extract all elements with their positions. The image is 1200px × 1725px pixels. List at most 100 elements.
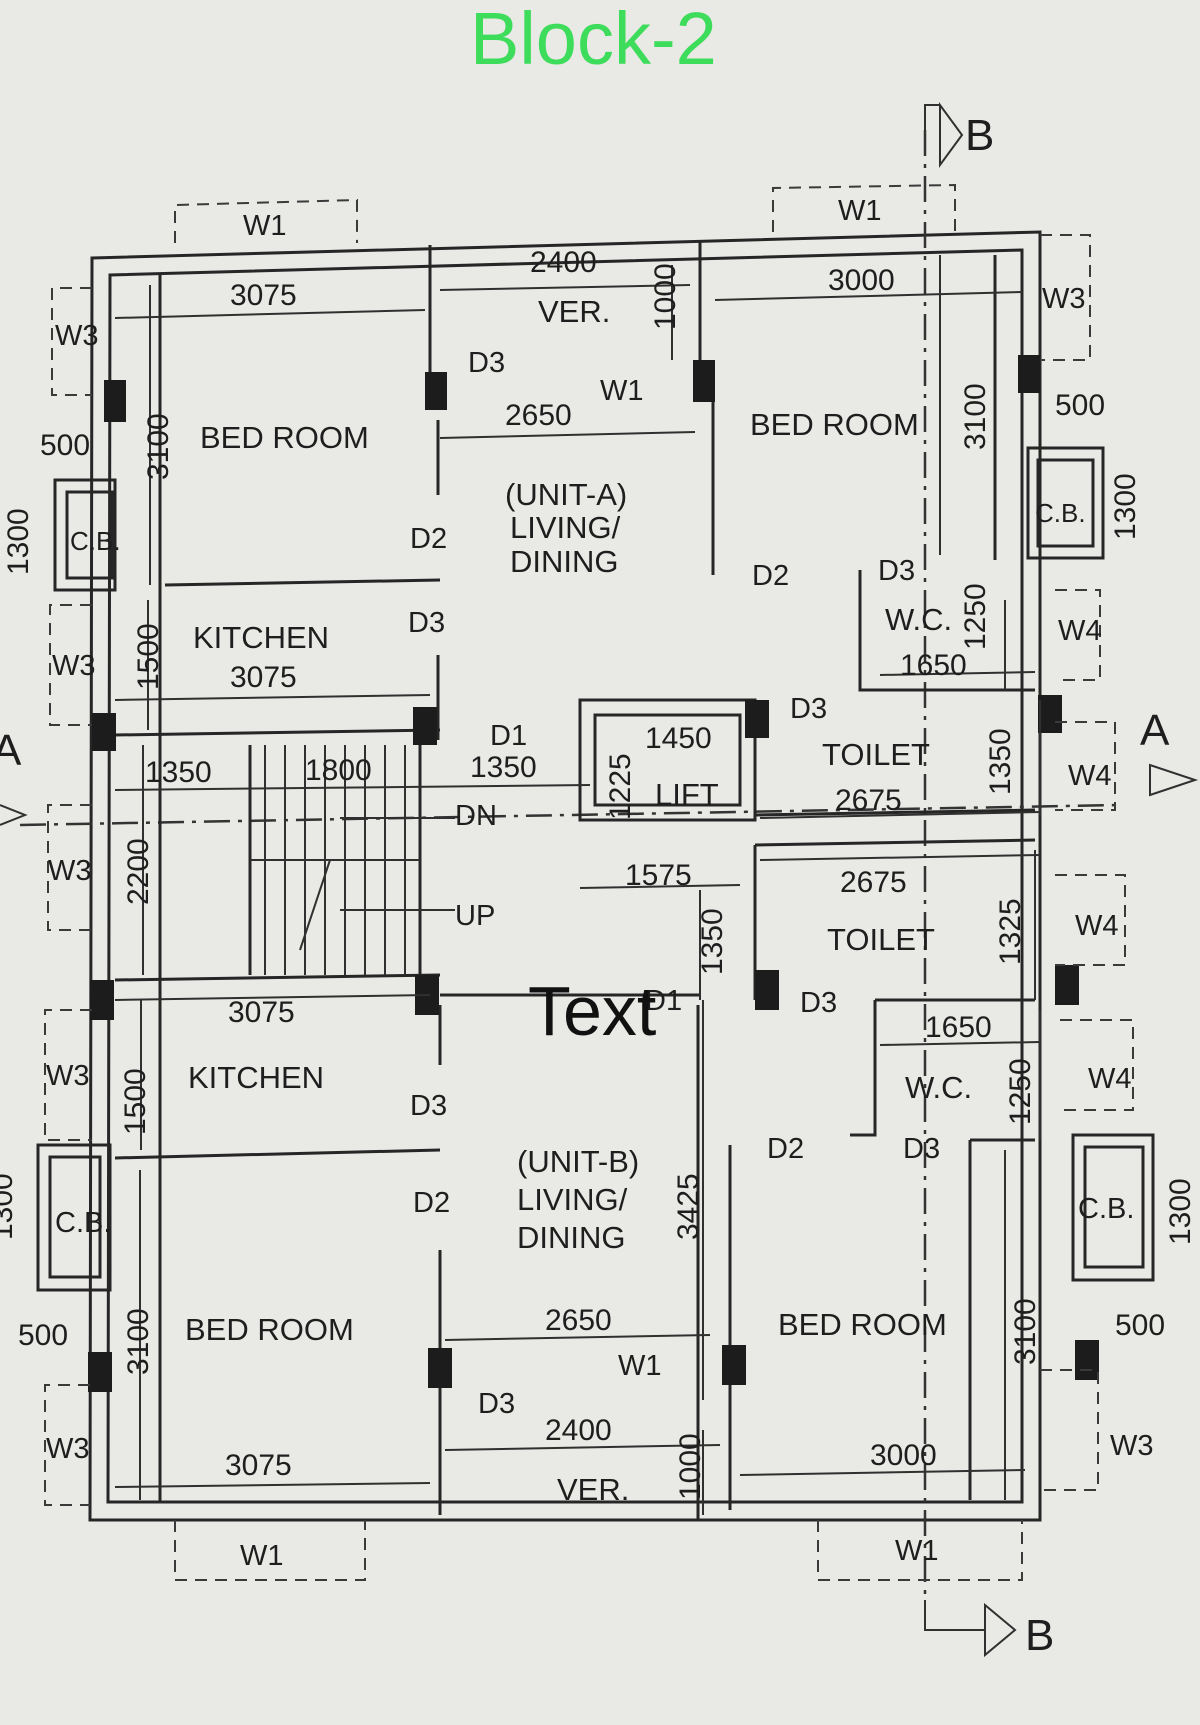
dim-wc-bottom-height: 1250 [1004,1058,1037,1125]
verandah-top: VER. [538,294,610,329]
dim-bed-bl-width: 3075 [225,1449,292,1482]
dim-cb-tl-height: 1300 [2,508,35,575]
block-title: Block-2 [470,0,717,80]
section-a-left: A [0,726,22,775]
door-d3-toilet-top: D3 [790,693,827,725]
staircase [248,745,455,975]
dim-lift-below: 1575 [625,859,692,892]
dim-cb-tr-width: 500 [1055,389,1105,422]
unit-b-line2: LIVING/ [517,1182,628,1217]
door-d3-ver-bottom: D3 [478,1388,515,1420]
dim-stair-right: 1350 [470,751,537,784]
window-w1-top-right: W1 [838,195,882,227]
kitchen-unit-a: KITCHEN [193,620,329,655]
dim-lift-height: 1225 [604,753,637,820]
dim-ver-bottom-width: 2400 [545,1414,612,1447]
dim-stair-middle: 1800 [305,754,372,787]
dim-kitchen-b-height: 1500 [119,1068,152,1135]
dim-stair-height: 2200 [122,838,155,905]
dim-kitchen-b-width: 3075 [228,996,295,1029]
door-d3-kitchen-b: D3 [410,1090,447,1122]
door-d3-kitchen-a: D3 [408,607,445,639]
dim-toilet-bottom-height: 1325 [994,898,1027,965]
door-d2-wc-top: D2 [752,560,789,592]
door-d3-toilet-bottom: D3 [800,987,837,1019]
dim-toilet-bottom-width: 2675 [840,866,907,899]
dim-wc-bottom-width: 1650 [925,1011,992,1044]
window-outlines [44,183,1134,1581]
door-d3-wc-top: D3 [878,555,915,587]
wc-bottom: W.C. [905,1070,972,1105]
unit-a-line1: (UNIT-A) [505,477,627,512]
outer-walls [88,230,1042,1522]
dim-toilet-top-height: 1350 [984,728,1017,795]
dim-lobby-height: 1350 [696,908,729,975]
dim-bed-br-height: 3100 [1009,1298,1042,1365]
dim-bed-br-width: 3000 [870,1439,937,1472]
dim-kitchen-a-width: 3075 [230,661,297,694]
cupboards [36,446,1155,1292]
dim-cb-br-width: 500 [1115,1309,1165,1342]
bedroom-bottom-right: BED ROOM [778,1307,947,1342]
unit-a-line3: DINING [510,544,619,579]
door-d3-ver-top: D3 [468,347,505,379]
toilet-bottom: TOILET [827,922,935,957]
kitchen-unit-b: KITCHEN [188,1060,324,1095]
wc-top: W.C. [885,602,952,637]
window-w1-top-left: W1 [243,210,287,242]
bedroom-top-left: BED ROOM [200,420,369,455]
cupboard-bottom-right: C.B. [1078,1193,1134,1225]
verandah-bottom: VER. [557,1472,629,1507]
window-w3-left-1: W3 [55,320,99,352]
cupboard-bottom-left: C.B. [55,1207,111,1239]
dim-ver-bottom-height: 1000 [674,1433,707,1500]
dimension-lines [114,255,1041,1515]
stair-dn-label: DN [455,800,497,832]
dim-cb-bl-width: 500 [18,1319,68,1352]
window-w3-left-5: W3 [46,1433,90,1465]
lift-label: LIFT [655,777,719,812]
bedroom-top-right: BED ROOM [750,407,919,442]
unit-a-line2: LIVING/ [510,510,621,545]
section-b-bottom: B [1025,1611,1054,1660]
dim-lift-width: 1450 [645,722,712,755]
section-b-top: B [965,111,994,160]
door-d2-unit-b: D2 [413,1187,450,1219]
window-w1-bottom-right: W1 [895,1535,939,1567]
toilet-top: TOILET [822,737,930,772]
dim-cb-br-height: 1300 [1164,1178,1197,1245]
dim-bed-bl-height: 3100 [122,1308,155,1375]
window-w3-left-4: W3 [46,1060,90,1092]
internal-walls [114,240,1036,1520]
dim-kitchen-a-height: 1500 [132,623,165,690]
dim-living-b-height: 3425 [672,1173,705,1240]
section-a-right: A [1140,706,1170,755]
dim-bed-tl-width: 3075 [230,279,297,312]
window-w4-right-4: W4 [1088,1063,1132,1095]
dim-ver-top-width: 2400 [530,246,597,279]
bedroom-bottom-left: BED ROOM [185,1312,354,1347]
cupboard-top-right: C.B. [1035,498,1086,528]
dim-stair-left: 1350 [145,756,212,789]
door-d2-unit-a: D2 [410,523,447,555]
window-w1-bottom-left: W1 [240,1540,284,1572]
stair-up-label: UP [455,900,495,932]
window-w4-right-3: W4 [1075,910,1119,942]
dim-cb-tr-height: 1300 [1109,473,1142,540]
door-d1-top: D1 [490,720,527,752]
dim-wc-top-width: 1650 [900,649,967,682]
dim-living-a-width: 2650 [505,399,572,432]
window-w4-right-1: W4 [1058,615,1102,647]
dim-bed-tl-height: 3100 [142,413,175,480]
window-w4-right-2: W4 [1068,760,1112,792]
unit-b-line1: (UNIT-B) [517,1144,639,1179]
dim-cb-bl-height: 1300 [0,1173,19,1240]
dim-bed-tr-height: 3100 [959,383,992,450]
window-w1-ver-bottom: W1 [618,1350,662,1382]
overlay-text: Text [528,972,656,1050]
window-w1-ver-top: W1 [600,375,644,407]
dim-bed-tr-width: 3000 [828,264,895,297]
section-lines [0,101,1199,1658]
dim-toilet-top-width: 2675 [835,784,902,817]
